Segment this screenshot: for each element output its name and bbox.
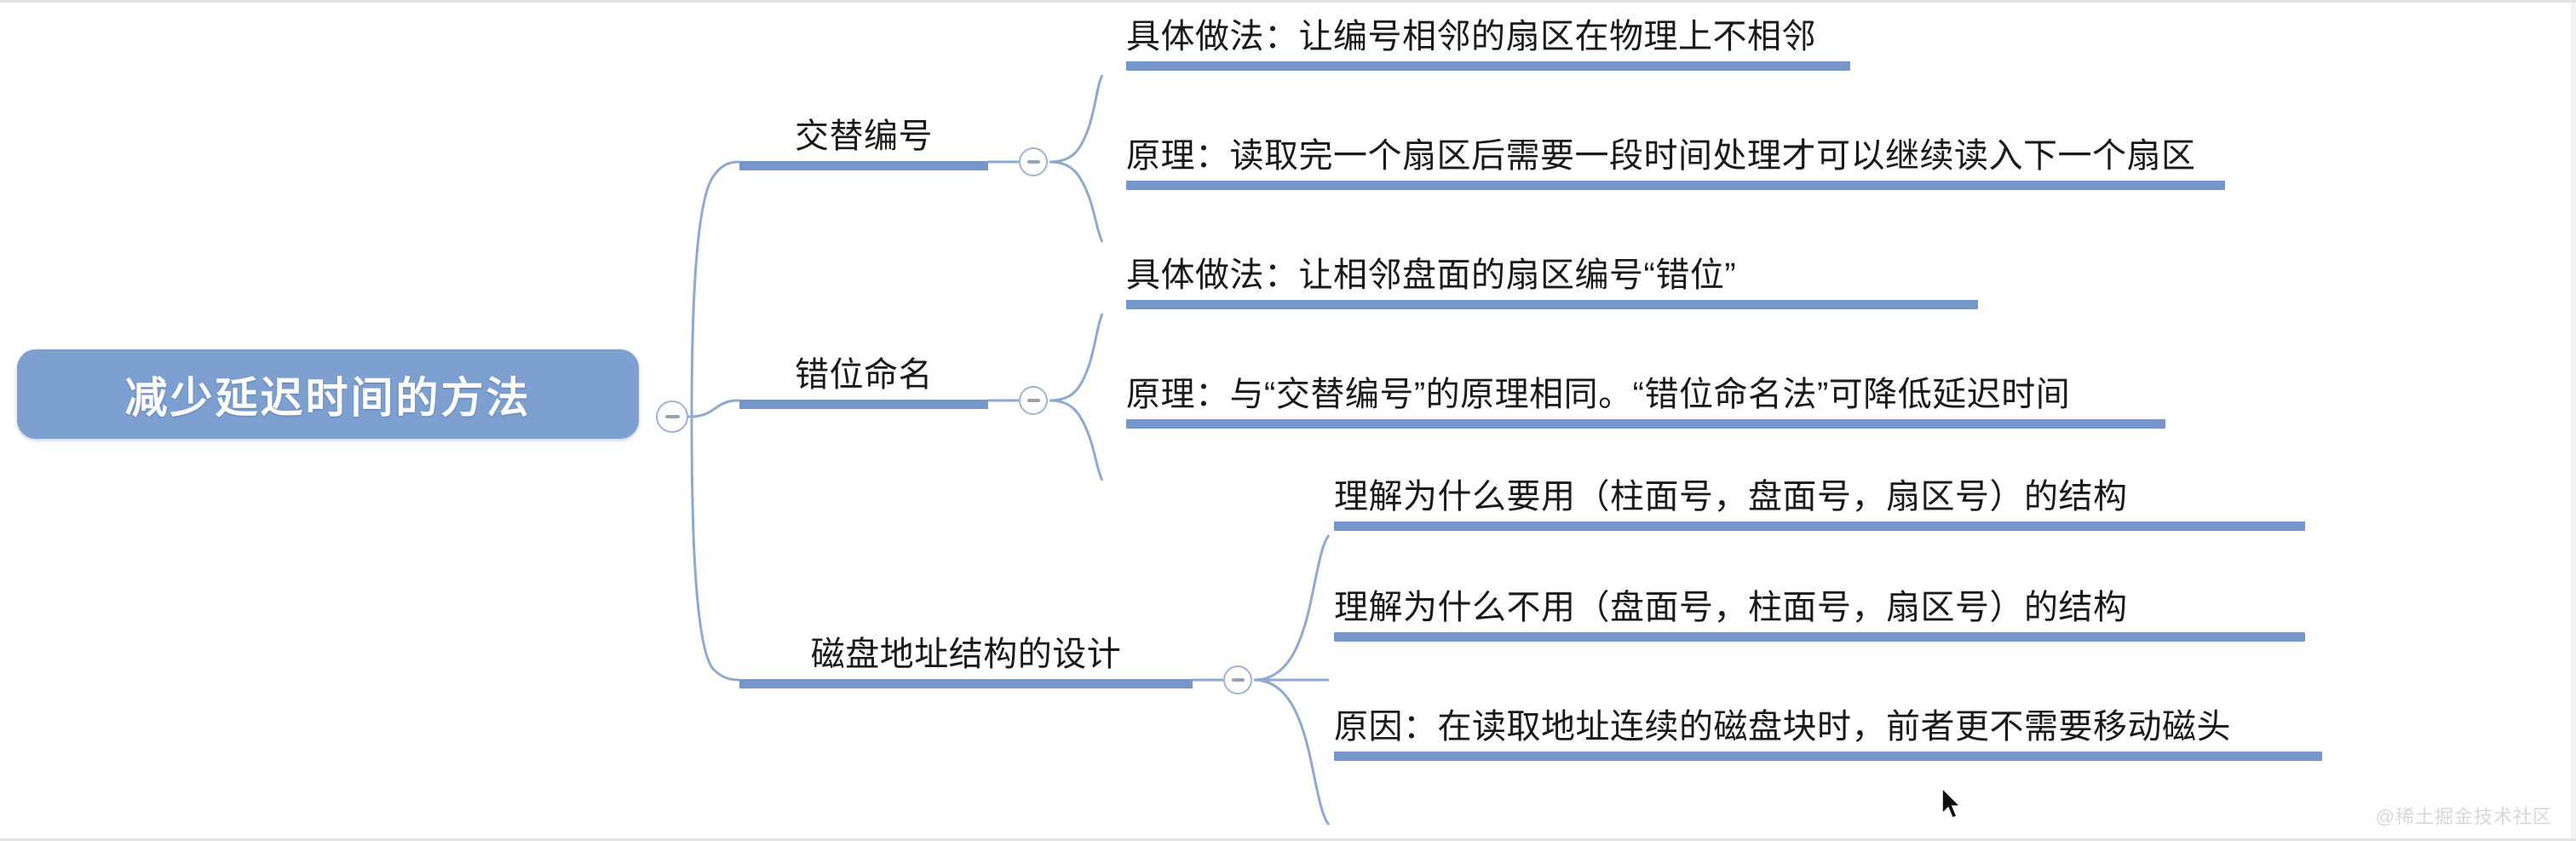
leaf-node-1-1[interactable]: 具体做法：让编号相邻的扇区在物理上不相邻 [1126, 16, 1850, 71]
leaf-node-1-1-underline [1126, 61, 1850, 71]
leaf-node-2-1-underline [1126, 300, 1978, 309]
minus-icon [1026, 399, 1040, 402]
leaf-node-2-1-label: 具体做法：让相邻盘面的扇区编号“错位” [1126, 256, 1737, 294]
leaf-node-3-2-label: 理解为什么不用（盘面号，柱面号，扇区号）的结构 [1334, 589, 2128, 626]
branch-node-1-label: 交替编号 [795, 118, 933, 155]
branch-2-collapse-toggle-icon[interactable] [1019, 386, 1048, 415]
branch-node-3[interactable]: 磁盘地址结构的设计 [739, 634, 1193, 688]
branch-node-2-label: 错位命名 [795, 356, 933, 394]
watermark: @稀土掘金技术社区 [2375, 806, 2552, 827]
minus-icon [664, 415, 680, 418]
leaf-node-2-1[interactable]: 具体做法：让相邻盘面的扇区编号“错位” [1126, 255, 1978, 309]
branch-node-1[interactable]: 交替编号 [739, 116, 988, 170]
leaf-node-2-2-underline [1126, 419, 2165, 429]
leaf-node-2-2[interactable]: 原理：与“交替编号”的原理相同。“错位命名法”可降低延迟时间 [1126, 374, 2165, 429]
root-node-label: 减少延迟时间的方法 [124, 373, 532, 422]
root-collapse-toggle-icon[interactable] [656, 400, 688, 433]
root-node[interactable]: 减少延迟时间的方法 [17, 349, 639, 439]
minus-icon [1026, 160, 1040, 164]
minus-icon [1231, 678, 1245, 682]
branch-node-3-underline [739, 679, 1193, 688]
branch-3-collapse-toggle-icon[interactable] [1223, 665, 1252, 694]
leaf-node-2-2-label: 原理：与“交替编号”的原理相同。“错位命名法”可降低延迟时间 [1126, 376, 2071, 413]
leaf-node-3-2-underline [1334, 632, 2305, 642]
leaf-node-3-3[interactable]: 原因：在读取地址连续的磁盘块时，前者更不需要移动磁头 [1334, 706, 2322, 761]
branch-1-collapse-toggle-icon[interactable] [1019, 147, 1048, 176]
page-bottom-divider [0, 838, 2576, 841]
branch-node-3-label: 磁盘地址结构的设计 [810, 636, 1122, 673]
leaf-node-3-1-underline [1334, 521, 2305, 531]
leaf-node-1-2[interactable]: 原理：读取完一个扇区后需要一段时间处理才可以继续读入下一个扇区 [1126, 135, 2225, 190]
leaf-node-3-1-label: 理解为什么要用（柱面号，盘面号，扇区号）的结构 [1334, 478, 2128, 516]
leaf-node-3-1[interactable]: 理解为什么要用（柱面号，盘面号，扇区号）的结构 [1334, 476, 2305, 531]
leaf-node-3-3-underline [1334, 752, 2322, 761]
branch-node-2-underline [739, 400, 988, 409]
leaf-node-1-1-label: 具体做法：让编号相邻的扇区在物理上不相邻 [1126, 18, 1816, 55]
branch-node-2[interactable]: 错位命名 [739, 354, 988, 409]
mouse-cursor-icon [1941, 787, 1962, 820]
leaf-node-3-3-label: 原因：在读取地址连续的磁盘块时，前者更不需要移动磁头 [1334, 708, 2231, 746]
vertical-scrollbar[interactable] [2571, 3, 2576, 838]
leaf-node-1-2-label: 原理：读取完一个扇区后需要一段时间处理才可以继续读入下一个扇区 [1126, 137, 2196, 175]
leaf-node-1-2-underline [1126, 181, 2225, 190]
page-top-divider [0, 0, 2576, 3]
branch-node-1-underline [739, 161, 988, 170]
leaf-node-3-2[interactable]: 理解为什么不用（盘面号，柱面号，扇区号）的结构 [1334, 587, 2305, 642]
